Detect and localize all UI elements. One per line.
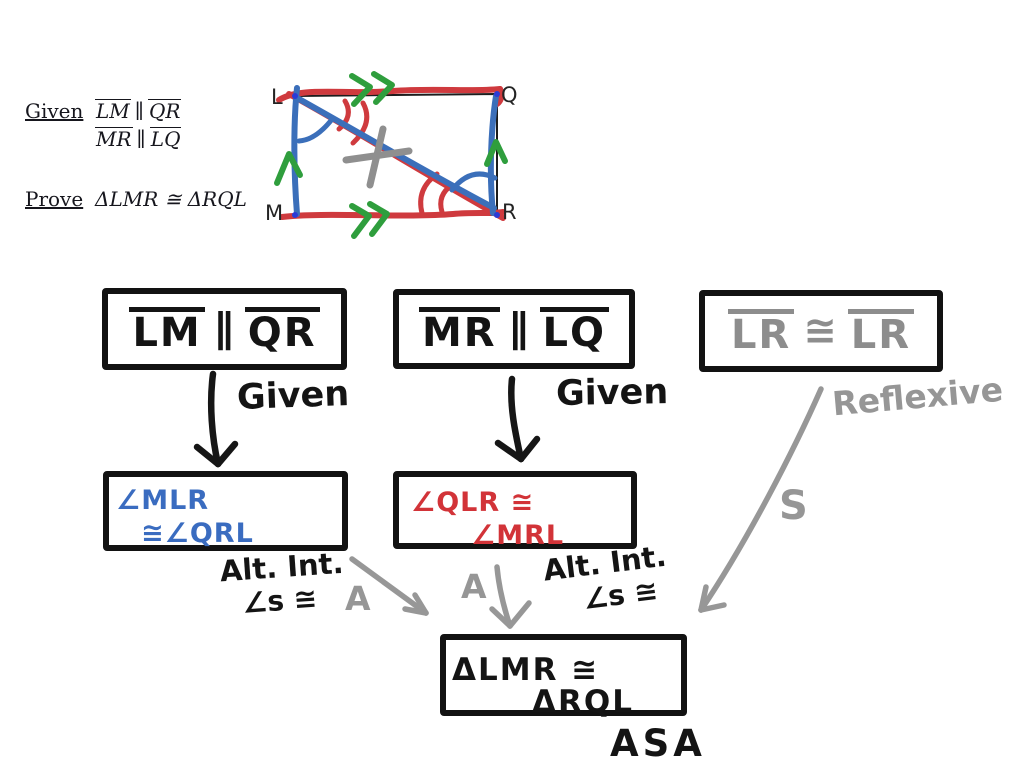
vertex-label-r: R	[502, 200, 517, 224]
segment-lr: LR	[847, 308, 915, 355]
angle-line-1: ∠MLR	[116, 485, 210, 516]
red-top-side-stroke	[276, 86, 503, 103]
given-label: Given	[25, 99, 84, 123]
prove-row: Prove ΔLMR ≅ ΔRQL	[25, 185, 247, 213]
geometry-figure: L Q M R	[265, 71, 518, 239]
conclusion-line-1: ΔLMR ≅	[452, 652, 600, 688]
box-content: ∠QLR ≅ ∠MRL	[399, 477, 631, 552]
reason-label-asa: ASA	[610, 722, 706, 765]
segment-lq: LQ	[539, 306, 610, 353]
segment-mr: MR	[95, 127, 133, 151]
green-right-chevron	[484, 139, 508, 167]
reason-label-given-1: Given	[236, 374, 350, 418]
statement-box-lr-congruent-lr: LR≅LR	[699, 290, 943, 372]
segment-mr: MR	[418, 306, 500, 353]
vertex-label-q: Q	[501, 83, 518, 107]
statement-box-lm-parallel-qr: LM∥QR	[102, 288, 347, 370]
angle-marker-a-1: A	[345, 579, 371, 618]
statement-box-mr-parallel-lq: MR∥LQ	[393, 289, 635, 369]
green-left-chevron	[274, 151, 303, 186]
given-row-1: Given LM∥QR	[25, 97, 247, 125]
congruent-symbol: ≅	[803, 308, 839, 354]
green-top-chevron-1	[349, 73, 373, 107]
parallel-symbol: ∥	[213, 306, 236, 352]
box-content: LR≅LR	[705, 296, 937, 366]
segment-lm: LM	[129, 306, 205, 353]
reason-label-given-2: Given	[555, 372, 669, 414]
vertex-labels: L Q M R	[265, 83, 518, 225]
gray-midpoint-cross	[342, 125, 413, 189]
blue-left-side-stroke	[291, 85, 300, 217]
reason-label-alt-int-2: Alt. Int. ∠s ≅	[541, 539, 672, 621]
reason-label-alt-int-1: Alt. Int. ∠s ≅	[219, 546, 347, 621]
given-prove-block: Given LM∥QR MR∥LQ Prove ΔLMR ≅ ΔRQL	[25, 97, 247, 213]
black-arrow-given-1	[193, 370, 239, 468]
segment-qr: QR	[244, 306, 320, 353]
vertex-label-l: L	[271, 85, 283, 109]
angle-box-mlr-qrl: ∠MLR ≅∠QRL	[103, 471, 348, 551]
conclusion-box-triangles-congruent: ΔLMR ≅ ΔRQL	[440, 634, 687, 718]
given-row-2: MR∥LQ	[25, 125, 247, 153]
red-arc-l-inner	[336, 98, 351, 132]
segment-lr: LR	[727, 308, 795, 355]
segment-lm: LM	[95, 99, 131, 123]
segment-qr: QR	[148, 99, 182, 123]
green-top-chevron-2	[371, 71, 395, 105]
red-bottom-side-stroke	[279, 209, 506, 220]
prove-statement: ΔLMR ≅ ΔRQL	[95, 187, 247, 211]
green-parallel-marks	[274, 71, 508, 239]
blue-arc-r	[449, 171, 498, 193]
parallel-symbol: ∥	[508, 306, 531, 352]
reason-label-reflexive: Reflexive	[830, 369, 1005, 424]
black-arrow-given-2	[494, 375, 541, 463]
vertex-label-m: M	[265, 201, 283, 225]
gray-arrow-red-angles	[489, 564, 532, 629]
given-statement-1: LM∥QR	[95, 97, 182, 125]
red-arc-l-outer	[350, 100, 370, 146]
vertex-dots	[292, 91, 500, 218]
angle-marker-a-2: A	[461, 567, 487, 606]
side-marker-s: S	[779, 483, 808, 529]
green-bottom-chevron-1	[349, 203, 372, 239]
parallel-symbol: ∥	[134, 99, 145, 123]
angle-box-qlr-mrl: ∠QLR ≅ ∠MRL	[393, 471, 637, 552]
box-content: MR∥LQ	[399, 295, 629, 363]
alt-int-line-2: ∠s ≅	[241, 581, 319, 620]
box-content: ∠MLR ≅∠QRL	[109, 477, 342, 550]
green-bottom-chevron-2	[367, 201, 390, 237]
segment-lq: LQ	[149, 127, 182, 151]
blue-arc-l	[296, 115, 336, 144]
angle-line-2: ≅∠QRL	[141, 518, 254, 549]
box-content: ΔLMR ≅ ΔRQL	[446, 640, 681, 718]
given-statement-2: MR∥LQ	[95, 125, 182, 153]
angle-line-2: ∠MRL	[471, 520, 565, 551]
conclusion-line-2: ΔRQL	[532, 684, 634, 720]
prove-label: Prove	[25, 187, 84, 211]
parallel-symbol: ∥	[136, 127, 146, 151]
box-content: LM∥QR	[108, 294, 341, 364]
angle-line-1: ∠QLR ≅	[411, 487, 535, 518]
